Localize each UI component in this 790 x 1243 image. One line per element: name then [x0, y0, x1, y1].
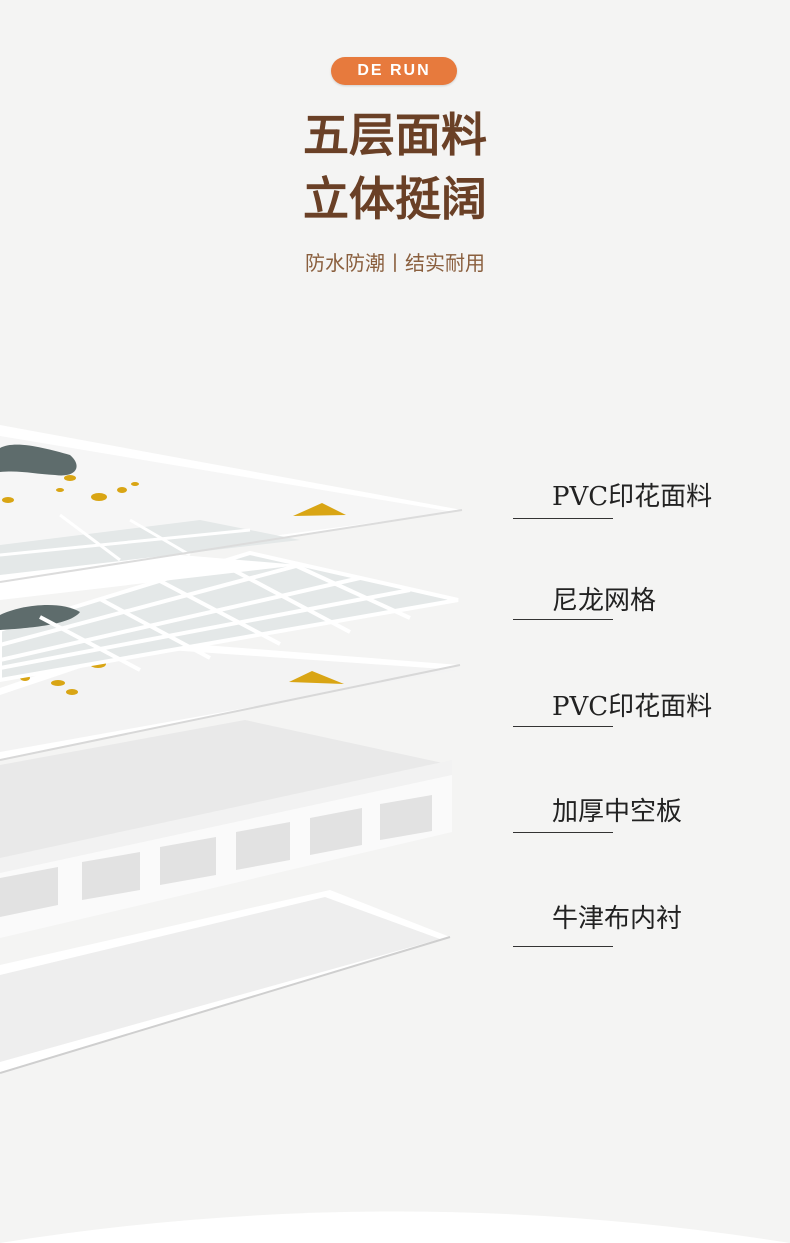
layer-stack-illustration [0, 425, 463, 1074]
layer-underline-5 [513, 946, 613, 947]
layer-underline-2 [513, 619, 613, 620]
oxford-lining-layer [0, 890, 451, 1074]
layer-label-nylon-grid: 尼龙网格 [552, 586, 657, 616]
brand-badge: DE RUN [331, 57, 457, 85]
title-line-1: 五层面料 [303, 108, 487, 162]
layer-label-pvc-lower: PVC印花面料 [552, 692, 713, 722]
nylon-grid-layer [0, 550, 459, 683]
layer-underline-3 [513, 726, 613, 727]
layer-label-pvc-top: PVC印花面料 [552, 482, 713, 512]
layer-label-hollow-board: 加厚中空板 [552, 797, 683, 827]
hollow-board-layer [0, 720, 452, 938]
title-line-2: 立体挺阔 [303, 172, 487, 226]
layer-underline-4 [513, 832, 613, 833]
bottom-curve-divider [0, 1211, 790, 1243]
layer-underline-1 [513, 518, 613, 519]
pvc-print-layer-top [0, 425, 463, 583]
subtitle: 防水防潮丨结实耐用 [305, 251, 485, 275]
layer-label-oxford-lining: 牛津布内衬 [552, 904, 683, 934]
